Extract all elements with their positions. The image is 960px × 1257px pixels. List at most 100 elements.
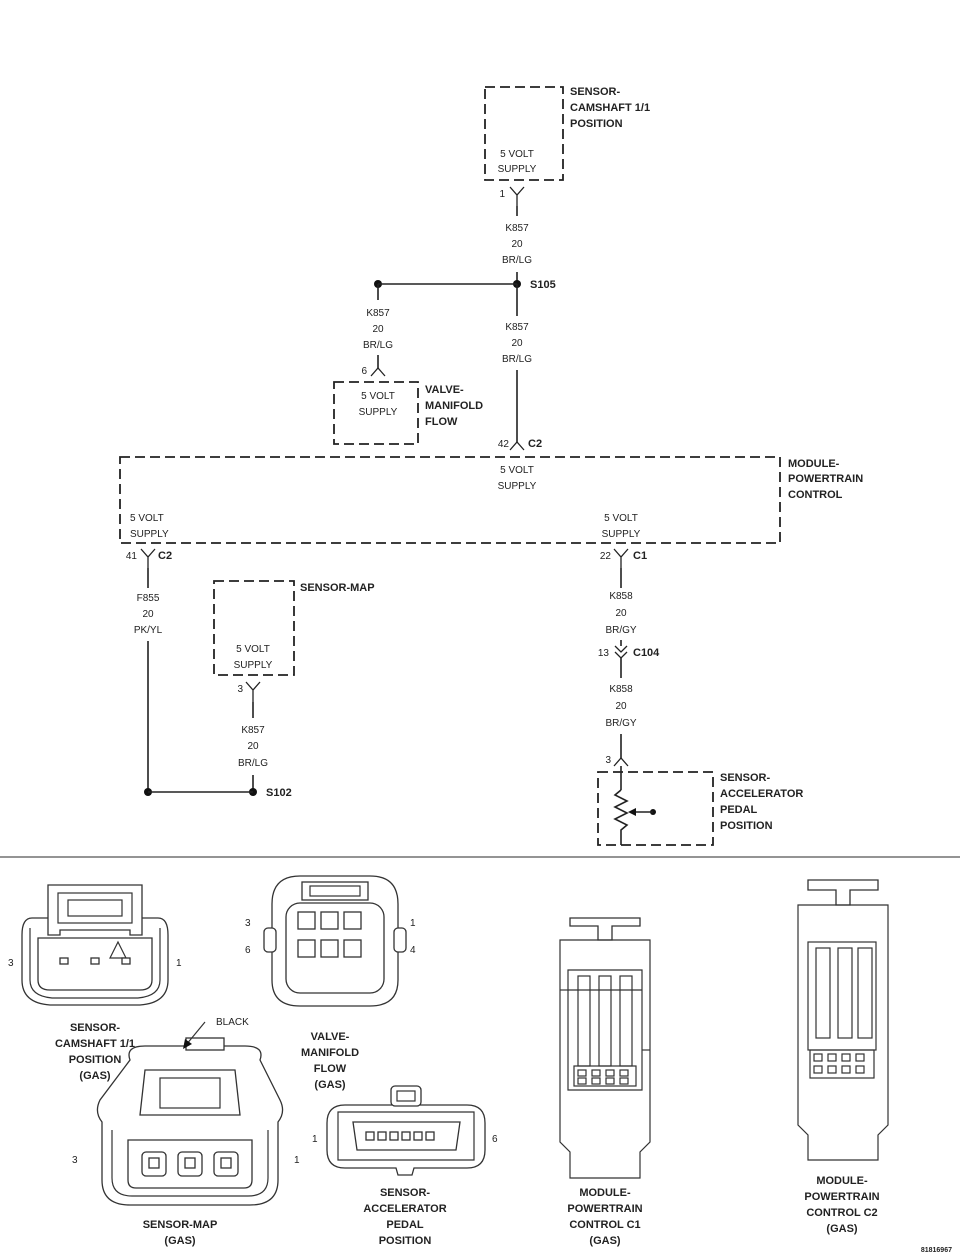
- connector-view-map: BLACK 3 1 SENSOR-MAP (GAS): [72, 1017, 300, 1247]
- pcm-box: [119, 456, 781, 544]
- valve-pin: 6: [361, 366, 367, 377]
- wire-w6-gauge: 20: [615, 608, 627, 619]
- valve-supply-1: 5 VOLT: [361, 391, 395, 402]
- pcm-c2-caption-4: (GAS): [826, 1223, 858, 1235]
- app-name-1: SENSOR-: [720, 772, 770, 784]
- map-caption-2: (GAS): [164, 1235, 196, 1247]
- wire-w3-circuit: K857: [505, 322, 529, 333]
- potentiometer-symbol: [613, 789, 629, 845]
- pcm-c1-caption-1: MODULE-: [579, 1187, 631, 1199]
- pcm-c2-caption-2: POWERTRAIN: [804, 1191, 879, 1203]
- valve-name-3: FLOW: [425, 416, 458, 428]
- pcm-top-supply-2: SUPPLY: [498, 481, 537, 492]
- app-pin: 3: [605, 755, 611, 766]
- wiper-arrow: [628, 808, 636, 816]
- splice-s102-label: S102: [266, 787, 292, 799]
- pcm-name-1: MODULE-: [788, 458, 840, 470]
- wire-w4-gauge: 20: [142, 609, 154, 620]
- map-view-left-pin: 3: [72, 1155, 78, 1166]
- wire-w3-gauge: 20: [511, 338, 523, 349]
- wire-w2-circuit: K857: [366, 308, 390, 319]
- pcm-left-conn: C2: [158, 550, 172, 562]
- wire-w5-circuit: K857: [241, 725, 265, 736]
- camshaft-sensor-box: [484, 86, 564, 181]
- valve-view-pin-tl: 3: [245, 918, 251, 929]
- wire-w7-circuit: K858: [609, 684, 633, 695]
- valve-view-pin-tr: 1: [410, 918, 416, 929]
- valve-box: [333, 381, 419, 445]
- camshaft-pin: 1: [499, 189, 505, 200]
- pcm-left-pin: 41: [126, 551, 138, 562]
- pcm-top-pin: 42: [498, 439, 510, 450]
- splice-s105-label: S105: [530, 279, 556, 291]
- cam-caption-1: SENSOR-: [70, 1022, 120, 1034]
- valve-caption-4: (GAS): [314, 1079, 346, 1091]
- map-sensor-box: [213, 580, 295, 676]
- cam-view-right-pin: 1: [176, 958, 182, 969]
- wire-w3: K857 20 BR/LG: [502, 284, 532, 436]
- map-view-color-label: BLACK: [216, 1017, 249, 1028]
- wire-w4-color: PK/YL: [134, 625, 163, 636]
- pcm-right-supply-1: 5 VOLT: [604, 513, 638, 524]
- valve-name-2: MANIFOLD: [425, 400, 483, 412]
- cam-caption-2: CAMSHAFT 1/1: [55, 1038, 135, 1050]
- camshaft-connector-symbol: [509, 186, 525, 206]
- camshaft-sensor-name-2: CAMSHAFT 1/1: [570, 102, 650, 114]
- camshaft-supply-1: 5 VOLT: [500, 149, 534, 160]
- valve-caption-2: MANIFOLD: [301, 1047, 359, 1059]
- wire-w1-gauge: 20: [511, 239, 523, 250]
- pcm-left-connector-symbol: [140, 548, 156, 568]
- valve-name-1: VALVE-: [425, 384, 464, 396]
- pcm-top-supply-1: 5 VOLT: [500, 465, 534, 476]
- inline-connector-c104: 13 C104: [598, 645, 660, 659]
- app-view-left-pin: 1: [312, 1134, 318, 1145]
- app-name-4: POSITION: [720, 820, 773, 832]
- pcm-left-supply-2: SUPPLY: [130, 529, 169, 540]
- wire-w5-color: BR/LG: [238, 758, 268, 769]
- connector-view-accelerator: 1 6 SENSOR- ACCELERATOR PEDAL POSITION: [312, 1085, 498, 1247]
- valve-connector-symbol: [370, 367, 386, 377]
- map-sensor: SENSOR-MAP 5 VOLT SUPPLY 3: [213, 580, 375, 702]
- camshaft-sensor-name-1: SENSOR-: [570, 86, 620, 98]
- app-sensor-box: [597, 771, 714, 846]
- pcm-right-connector-symbol: [613, 548, 629, 568]
- wire-w4-circuit: F855: [137, 593, 160, 604]
- powertrain-control-module: 42 C2 5 VOLT SUPPLY 5 VOLT SUPPLY 5 VOLT…: [119, 436, 863, 568]
- valve-caption-1: VALVE-: [311, 1031, 350, 1043]
- pcm-top-connector-symbol: [509, 441, 525, 451]
- app-view-right-pin: 6: [492, 1134, 498, 1145]
- wire-w2: K857 20 BR/LG: [363, 284, 393, 368]
- valve-caption-3: FLOW: [314, 1063, 347, 1075]
- app-name-3: PEDAL: [720, 804, 758, 816]
- cam-caption-4: (GAS): [79, 1070, 111, 1082]
- pcm-name-3: CONTROL: [788, 489, 843, 501]
- pcm-left-supply-1: 5 VOLT: [130, 513, 164, 524]
- splice-s102: S102: [144, 787, 292, 799]
- valve-supply-2: SUPPLY: [359, 407, 398, 418]
- wire-w7-color: BR/GY: [605, 718, 636, 729]
- app-connector-symbol: [613, 757, 629, 767]
- figure-id: 81816967: [921, 1247, 952, 1254]
- camshaft-supply-2: SUPPLY: [498, 164, 537, 175]
- wire-w6-color: BR/GY: [605, 625, 636, 636]
- map-connector-symbol: [245, 681, 261, 702]
- pcm-right-conn: C1: [633, 550, 647, 562]
- c104-name: C104: [633, 647, 660, 659]
- wire-w7-gauge: 20: [615, 701, 627, 712]
- map-supply-2: SUPPLY: [234, 660, 273, 671]
- connector-view-pcm-c1: MODULE- POWERTRAIN CONTROL C1 (GAS): [559, 917, 651, 1247]
- map-view-right-pin: 1: [294, 1155, 300, 1166]
- valve-manifold-flow: 6 5 VOLT SUPPLY VALVE- MANIFOLD FLOW: [333, 366, 483, 445]
- cam-caption-3: POSITION: [69, 1054, 122, 1066]
- c104-pin: 13: [598, 648, 610, 659]
- app-name-2: ACCELERATOR: [720, 788, 803, 800]
- app-caption-2: ACCELERATOR: [363, 1203, 446, 1215]
- camshaft-sensor: SENSOR- CAMSHAFT 1/1 POSITION 5 VOLT SUP…: [484, 86, 650, 206]
- pcm-right-supply-2: SUPPLY: [602, 529, 641, 540]
- pcm-name-2: POWERTRAIN: [788, 473, 863, 485]
- map-supply-1: 5 VOLT: [236, 644, 270, 655]
- pcm-right-pin: 22: [600, 551, 612, 562]
- wire-w6-circuit: K858: [609, 591, 633, 602]
- connector-view-valve: 3 1 6 4 VALVE- MANIFOLD FLOW (GAS): [245, 875, 416, 1091]
